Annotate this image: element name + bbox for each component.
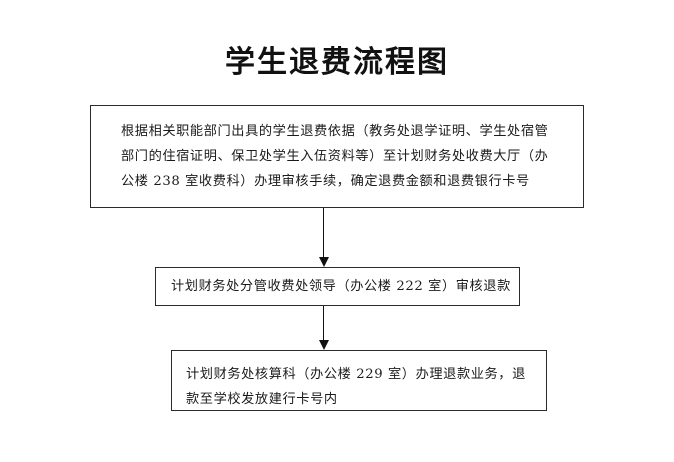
arrow-down-icon-1: [317, 208, 331, 267]
arrow-down-icon-2: [317, 306, 331, 350]
flow-step-3-text: 计划财务处核算科（办公楼 229 室）办理退款业务，退款至学校发放建行卡号内: [186, 367, 526, 407]
flow-step-2-text: 计划财务处分管收费处领导（办公楼 222 室）审核退款: [171, 278, 511, 294]
flow-step-box-1: 根据相关职能部门出具的学生退费依据（教务处退学证明、学生处宿管部门的住宿证明、保…: [90, 105, 584, 208]
page-title: 学生退费流程图: [225, 45, 449, 80]
flow-step-box-2: 计划财务处分管收费处领导（办公楼 222 室）审核退款: [155, 267, 520, 306]
arrow-head: [319, 257, 329, 267]
arrow-head: [319, 340, 329, 350]
flow-step-box-3: 计划财务处核算科（办公楼 229 室）办理退款业务，退款至学校发放建行卡号内: [171, 350, 547, 411]
arrow-shaft: [323, 208, 324, 258]
flow-step-1-text: 根据相关职能部门出具的学生退费依据（教务处退学证明、学生处宿管部门的住宿证明、保…: [121, 124, 549, 189]
arrow-shaft: [323, 306, 324, 341]
